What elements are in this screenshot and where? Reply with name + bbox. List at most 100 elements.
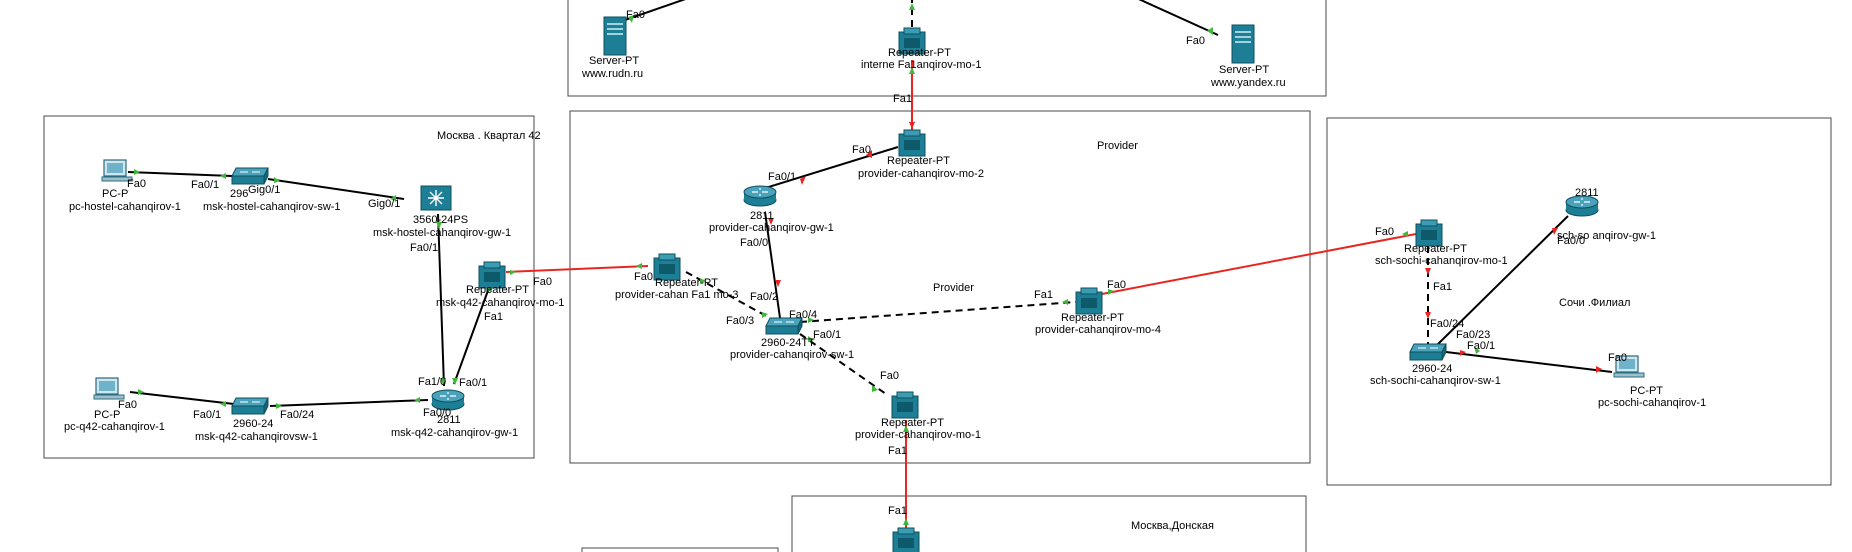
link-sw-mo4[interactable] (799, 301, 1077, 323)
link-gw-provider-sw[interactable] (764, 211, 781, 319)
router-icon[interactable] (743, 185, 777, 207)
area-label-provider-top: Provider (1097, 140, 1138, 152)
area-label-provider-mid: Provider (933, 282, 974, 294)
link-up-marker (808, 336, 814, 342)
link-rep-q42-mo3[interactable] (505, 265, 649, 273)
link-down-marker (1425, 268, 1431, 275)
switch-icon[interactable] (231, 397, 269, 415)
link-up-marker (1402, 231, 1408, 237)
link-mo4-sochi[interactable] (1101, 233, 1417, 295)
link-pc-q42-sw[interactable] (129, 391, 235, 405)
link-pc-hostel-sw[interactable] (127, 171, 233, 177)
port-label: Fa0/1 (191, 179, 219, 191)
device-name-label: www.rudn.ru (581, 68, 643, 80)
link-gw-hostel-gw-q42[interactable] (437, 213, 445, 387)
repeater-icon[interactable] (891, 391, 919, 419)
port-label: Fa0/1 (813, 329, 841, 341)
link-rep-q42-gw-q42[interactable] (453, 284, 491, 385)
device-name-label: msk-hostel-cahanqirov-sw-1 (203, 201, 341, 213)
port-label: Fa0 (1107, 279, 1126, 291)
device-type-label: Repeater-PT (655, 277, 718, 289)
link-yandex-internet[interactable] (1132, 0, 1219, 36)
pc-icon[interactable] (93, 377, 125, 400)
repeater-icon[interactable] (892, 527, 920, 552)
switch-icon[interactable] (231, 167, 269, 185)
port-label: Fa0 (1186, 35, 1205, 47)
port-label: Fa1 (1433, 281, 1452, 293)
link-status-markers (134, 3, 1602, 525)
link-down-marker (1425, 312, 1431, 319)
device-name-label: provider-cahanqirov-gw-1 (709, 222, 834, 234)
device-name-label: sch-so anqirov-gw-1 (1557, 230, 1656, 242)
link-mo2-gw-provider[interactable] (761, 146, 899, 190)
link-sw-q42-gw[interactable] (269, 399, 429, 407)
device-name-label: provider-cahanqirov-mo-4 (1035, 324, 1161, 336)
link-up-marker (909, 3, 915, 10)
device-name-label: provider-cahan Fa1 mo-3 (615, 289, 739, 301)
area-label-sochi: Сочи .Филиал (1559, 297, 1630, 309)
link-up-marker (762, 312, 768, 318)
link-sw-hostel-gw[interactable] (267, 178, 405, 200)
port-label: Fa0 (127, 178, 146, 190)
port-label: Fa0 (626, 9, 645, 21)
area-lower-left (581, 547, 779, 552)
port-label: Fa0/1 (459, 377, 487, 389)
link-sochi-sw-pc[interactable] (1445, 351, 1613, 373)
switch-icon[interactable] (1409, 343, 1447, 361)
port-label: Fa1 (888, 445, 907, 457)
port-label: Fa1/0 (418, 376, 446, 388)
device-type-label: PC-PT (1630, 385, 1663, 397)
port-label: Fa0 (880, 370, 899, 382)
area-label-q42: Москва . Квартал 42 (437, 130, 541, 142)
link-up-marker (276, 403, 282, 409)
device-type-label: Repeater-PT (1061, 312, 1124, 324)
port-label: Fa1 (888, 505, 907, 517)
device-name-label: sch-sochi-cahanqirov-sw-1 (1370, 375, 1501, 387)
link-up-marker (510, 270, 516, 275)
device-name-label: msk-q42-cahanqirov-mo-1 (436, 297, 564, 309)
area-internet (567, 0, 1327, 97)
repeater-icon[interactable] (1075, 287, 1103, 315)
device-type-label: 2811 (1575, 187, 1599, 199)
link-down-marker (800, 176, 806, 185)
port-label: Fa0/0 (1557, 235, 1585, 247)
server-icon[interactable] (603, 16, 627, 56)
device-type-label: Server-PT (1219, 64, 1269, 76)
link-rudn-internet[interactable] (624, 0, 700, 21)
link-up-marker (903, 518, 909, 525)
link-down-marker (866, 150, 872, 158)
l3-switch-icon[interactable] (420, 185, 452, 211)
router-icon[interactable] (1565, 195, 1599, 217)
port-label: Fa0 (1608, 352, 1627, 364)
link-sw-mo1[interactable] (799, 333, 887, 395)
port-label: Fa0/0 (423, 407, 451, 419)
device-name-label: interne Fa1anqirov-mo-1 (861, 59, 981, 71)
device-name-label: pc-q42-cahanqirov-1 (64, 421, 165, 433)
port-label: Fa0 (852, 144, 871, 156)
device-type-label: Server-PT (589, 55, 639, 67)
device-name-label: msk-q42-cahanqirovsw-1 (195, 431, 318, 443)
device-type-label: 296 (230, 188, 248, 200)
device-name-label: provider-cahanqirov-mo-2 (858, 168, 984, 180)
port-label: Fa0/24 (1430, 318, 1464, 330)
port-label: Fa0 (634, 271, 653, 283)
device-type-label: Repeater-PT (887, 155, 950, 167)
server-icon[interactable] (1231, 24, 1255, 64)
device-type-label: 2960-24 (233, 418, 273, 430)
port-label: Fa0 (1375, 226, 1394, 238)
port-label: Fa0/1 (410, 242, 438, 254)
link-down-marker (1460, 350, 1466, 356)
link-sochi-sw-gw[interactable] (1435, 215, 1569, 347)
port-label: Fa0/1 (768, 171, 796, 183)
link-down-marker (775, 280, 781, 287)
link-down-marker (1552, 228, 1558, 235)
link-up-marker (274, 177, 280, 183)
device-type-label: 3560-24PS (413, 214, 468, 226)
device-type-label: 2960-24 (1412, 363, 1452, 375)
port-label: Fa0/2 (750, 291, 778, 303)
repeater-icon[interactable] (898, 129, 926, 157)
device-type-label: PC-P (102, 188, 128, 200)
area-label-donskaya: Москва,Донская (1131, 520, 1214, 532)
device-type-label: 2960-24TT (761, 337, 815, 349)
